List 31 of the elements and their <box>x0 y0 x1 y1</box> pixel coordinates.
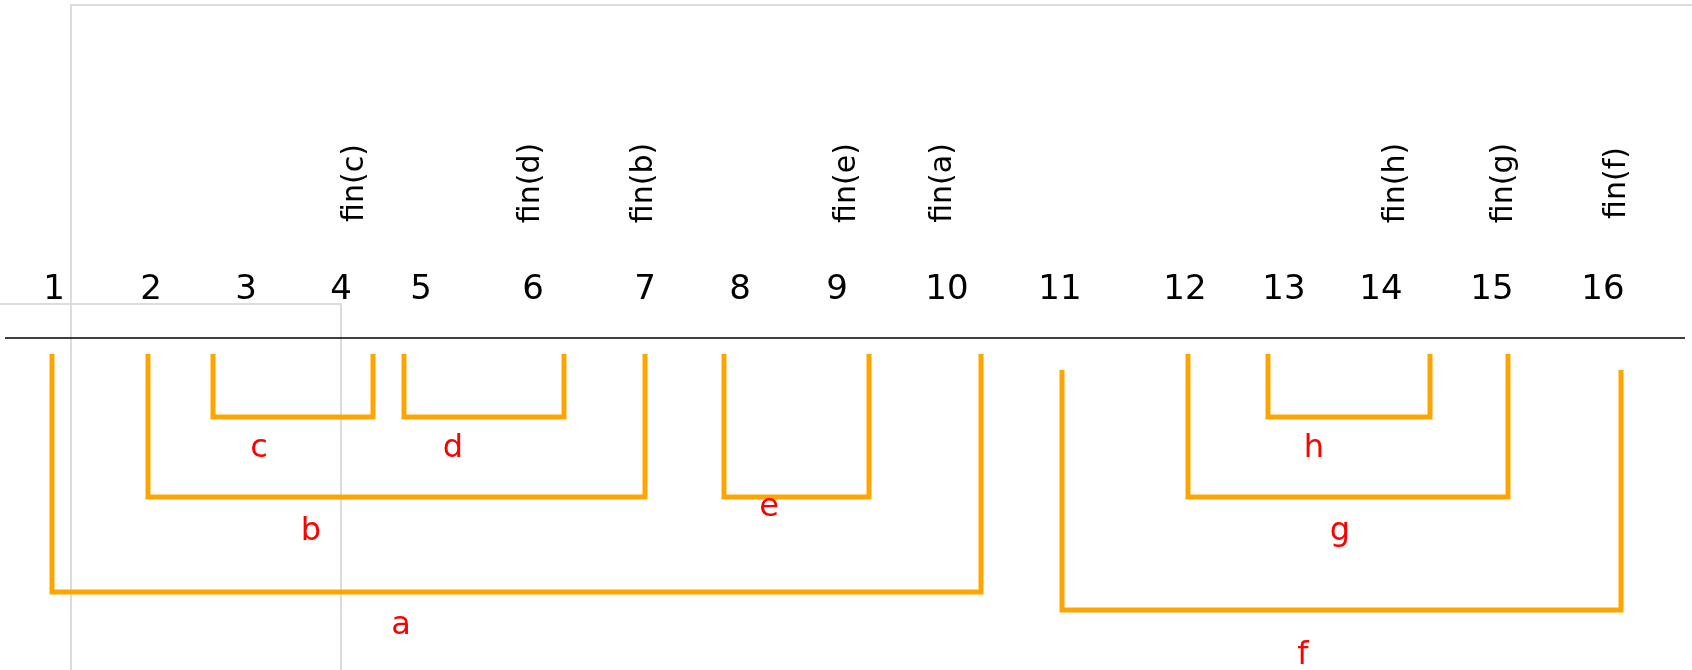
interval-end-label: fin(d) <box>514 142 544 224</box>
position-number: 14 <box>1359 270 1403 304</box>
interval-letter: g <box>1329 513 1351 545</box>
interval-letter: c <box>250 430 268 462</box>
position-number: 2 <box>140 270 162 304</box>
position-number: 15 <box>1470 270 1514 304</box>
position-number: 4 <box>330 270 352 304</box>
interval-letter: d <box>442 430 464 462</box>
position-number: 13 <box>1262 270 1306 304</box>
interval-end-label: fin(g) <box>1487 142 1517 224</box>
position-number: 11 <box>1038 270 1082 304</box>
position-number: 5 <box>410 270 432 304</box>
interval-letter: f <box>1297 637 1309 669</box>
position-number: 16 <box>1581 270 1625 304</box>
interval-end-label: fin(e) <box>830 143 860 223</box>
position-number: 6 <box>522 270 544 304</box>
interval-end-label: fin(h) <box>1379 142 1409 224</box>
position-number: 7 <box>634 270 656 304</box>
position-number: 1 <box>43 270 65 304</box>
position-number: 12 <box>1163 270 1207 304</box>
position-number: 10 <box>925 270 969 304</box>
interval-letter: b <box>300 513 322 545</box>
interval-letter: h <box>1303 430 1325 462</box>
interval-end-label: fin(c) <box>338 144 368 222</box>
interval-end-label: fin(f) <box>1600 147 1630 219</box>
position-number: 3 <box>235 270 257 304</box>
position-number: 9 <box>826 270 848 304</box>
position-number: 8 <box>729 270 751 304</box>
interval-end-label: fin(a) <box>926 143 956 223</box>
interval-end-label: fin(b) <box>627 142 657 224</box>
interval-letter: a <box>391 607 411 639</box>
